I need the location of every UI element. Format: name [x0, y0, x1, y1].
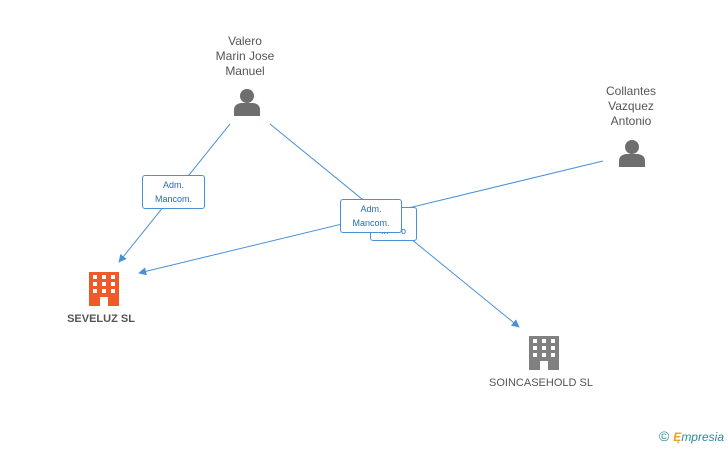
brand-initial: Ę	[673, 430, 682, 444]
person-label-collantes[interactable]: Collantes Vazquez Antonio	[606, 84, 656, 129]
person-icon[interactable]	[619, 140, 645, 167]
edge-label-line: Adm.	[162, 180, 184, 190]
copyright-icon: ©	[658, 428, 670, 444]
person-name-line: Manuel	[225, 64, 265, 78]
edge-label-adm-mancom: Adm. Mancom.	[142, 175, 205, 209]
person-name-line: Valero	[228, 34, 262, 48]
company-label-soincasehold[interactable]: SOINCASEHOLD SL	[489, 377, 593, 389]
person-label-valero[interactable]: Valero Marin Jose Manuel	[216, 34, 275, 79]
person-name-line: Vazquez	[608, 99, 654, 113]
person-name-line: Collantes	[605, 84, 657, 98]
empresia-watermark: ©Ęmpresia	[659, 428, 724, 444]
edge-label-line: Mancom.	[352, 218, 390, 228]
person-name-line: Marin Jose	[215, 49, 275, 63]
building-icon[interactable]	[529, 336, 559, 370]
edge-label-line: Adm.	[360, 204, 382, 214]
edge-label-line: Mancom.	[154, 194, 192, 204]
brand-name: mpresia	[681, 430, 724, 444]
person-icon[interactable]	[234, 89, 260, 116]
company-label-seveluz[interactable]: SEVELUZ SL	[67, 313, 135, 325]
person-name-line: Antonio	[610, 114, 652, 128]
building-icon[interactable]	[89, 272, 119, 306]
edge-label-adm-mancom-front: Adm. Mancom.	[340, 199, 402, 233]
